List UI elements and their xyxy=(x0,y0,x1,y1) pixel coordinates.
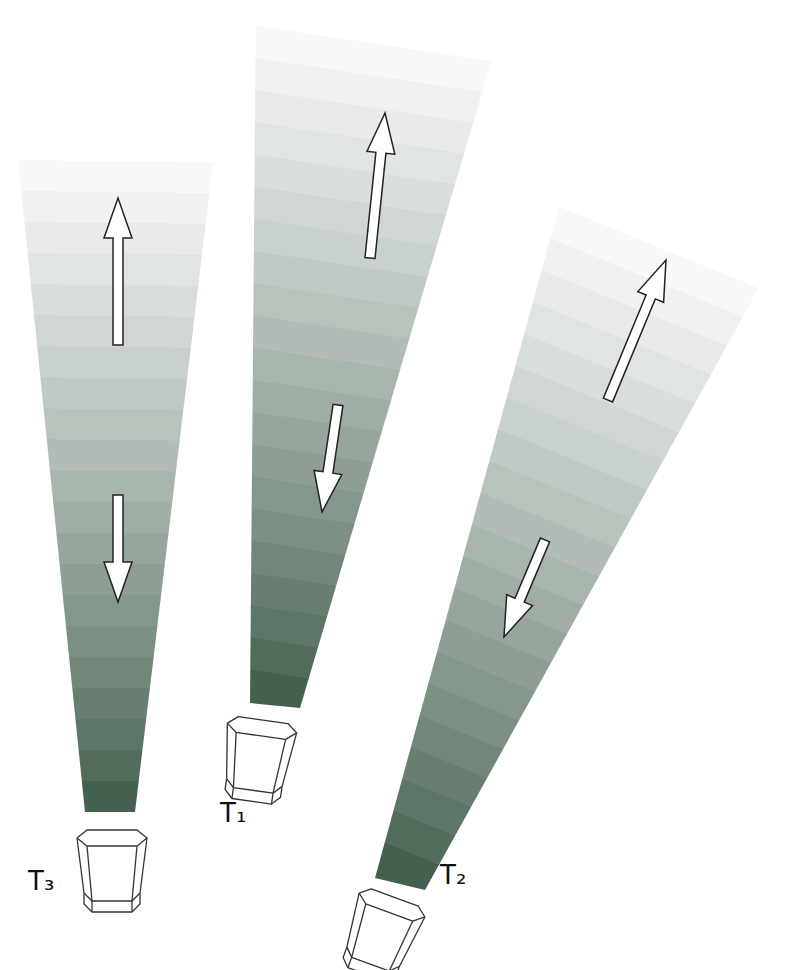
telescope-label: T₁ xyxy=(220,800,246,826)
telescope-icon xyxy=(334,886,428,970)
telescope-label: T₃ xyxy=(28,868,54,894)
direction-arrow xyxy=(603,260,666,402)
direction-arrow xyxy=(314,404,343,512)
light-beam xyxy=(15,130,217,812)
telescope-label: T₂ xyxy=(440,862,466,888)
direction-arrow xyxy=(504,538,550,637)
direction-arrow xyxy=(104,495,132,602)
telescope-icon xyxy=(217,715,298,806)
direction-arrow xyxy=(104,198,132,345)
light-beam xyxy=(375,185,780,890)
direction-arrow xyxy=(365,113,395,259)
telescope-icon xyxy=(77,830,147,912)
